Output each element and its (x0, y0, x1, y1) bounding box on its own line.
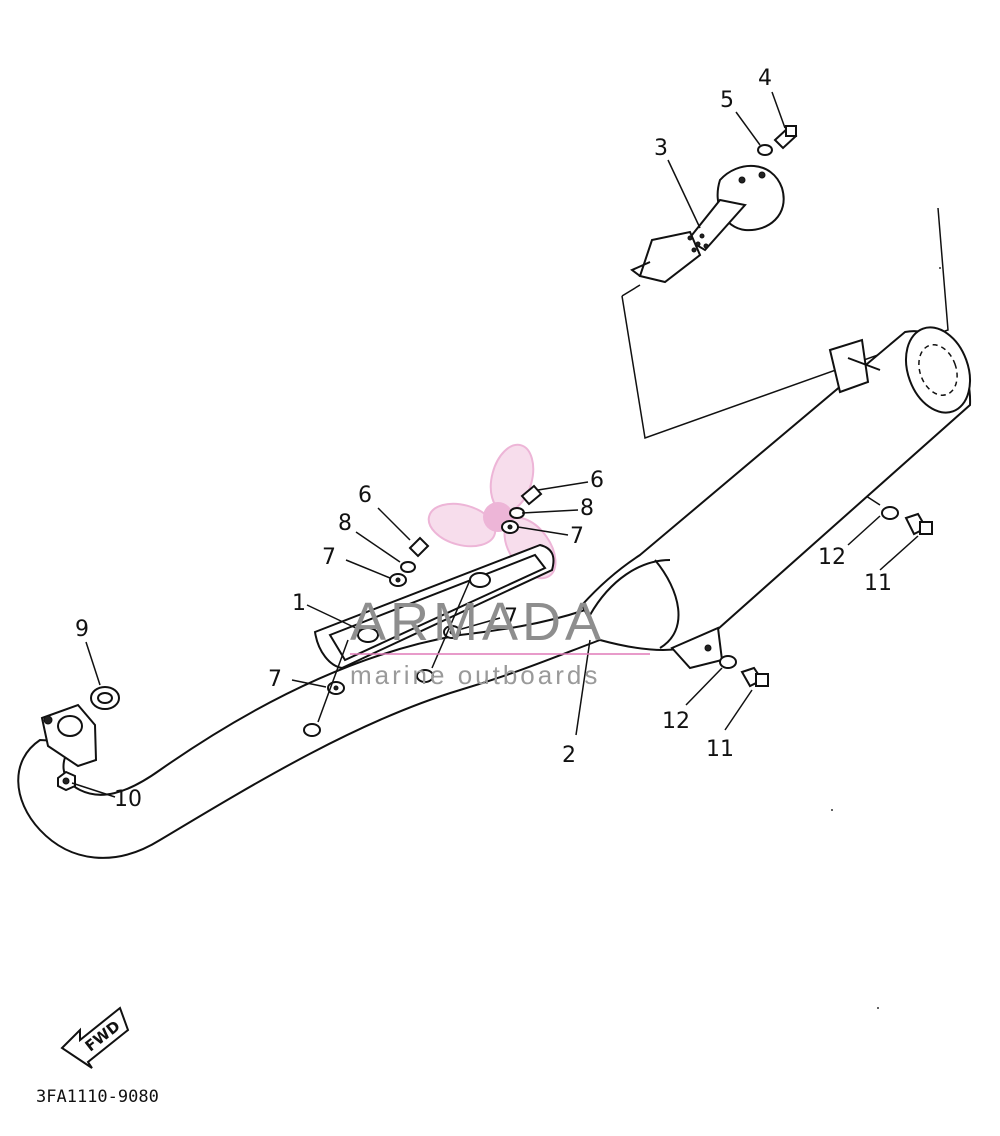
callout-10: 10 (114, 787, 142, 812)
washer-12-lower (719, 655, 737, 669)
callout-labels: 1 2 3 4 5 6 6 8 8 7 7 7 7 9 10 12 11 12 … (75, 66, 892, 812)
bolt-11-lower (740, 666, 769, 688)
callout-7-lower: 7 (268, 667, 282, 692)
callout-2: 2 (562, 743, 576, 768)
collar-lower-mid (416, 669, 434, 683)
scan-specks (831, 267, 941, 1009)
callout-7-right: 7 (570, 524, 584, 549)
bolt-6-right (520, 484, 543, 506)
fwd-arrow-icon: FWD (60, 1006, 130, 1069)
washer-8-right (509, 507, 525, 519)
muffler-rear-bracket (828, 338, 881, 394)
callout-12-lower: 12 (662, 709, 690, 734)
muffler-body (580, 326, 972, 651)
callout-3: 3 (654, 136, 668, 161)
bolt-11-upper (904, 512, 933, 536)
grommet-7b (501, 520, 519, 534)
drawing-code: 3FA1110-9080 (36, 1087, 159, 1107)
callout-7-middle: 7 (504, 605, 518, 630)
callout-7-left: 7 (322, 545, 336, 570)
callout-1: 1 (292, 591, 306, 616)
callout-8-right: 8 (580, 496, 594, 521)
callout-8-left: 8 (338, 511, 352, 536)
watermark-text: ARMADA marine outboards (350, 592, 650, 690)
washer-12-upper (881, 506, 899, 520)
callout-12-upper: 12 (818, 545, 846, 570)
spark-arrester (630, 165, 785, 284)
callout-9: 9 (75, 617, 89, 642)
grommet-7c (443, 625, 461, 639)
flange-nut (57, 770, 76, 792)
bolt-4 (773, 125, 798, 150)
heat-protector (313, 543, 555, 670)
washer-5 (757, 144, 773, 156)
callout-6-right: 6 (590, 468, 604, 493)
washer-8-left (400, 561, 416, 573)
callout-11-upper: 11 (864, 571, 892, 596)
exhaust-flange (40, 703, 98, 768)
bolt-6-left (408, 536, 430, 558)
gasket (90, 686, 120, 710)
callout-11-lower: 11 (706, 737, 734, 762)
collar-lower-left (303, 723, 321, 737)
grommet-7a (389, 573, 407, 587)
watermark-tagline: marine outboards (350, 660, 600, 690)
callout-6-left: 6 (358, 483, 372, 508)
callout-4: 4 (758, 66, 772, 91)
callout-5: 5 (720, 88, 734, 113)
watermark-brand: ARMADA (350, 592, 605, 652)
